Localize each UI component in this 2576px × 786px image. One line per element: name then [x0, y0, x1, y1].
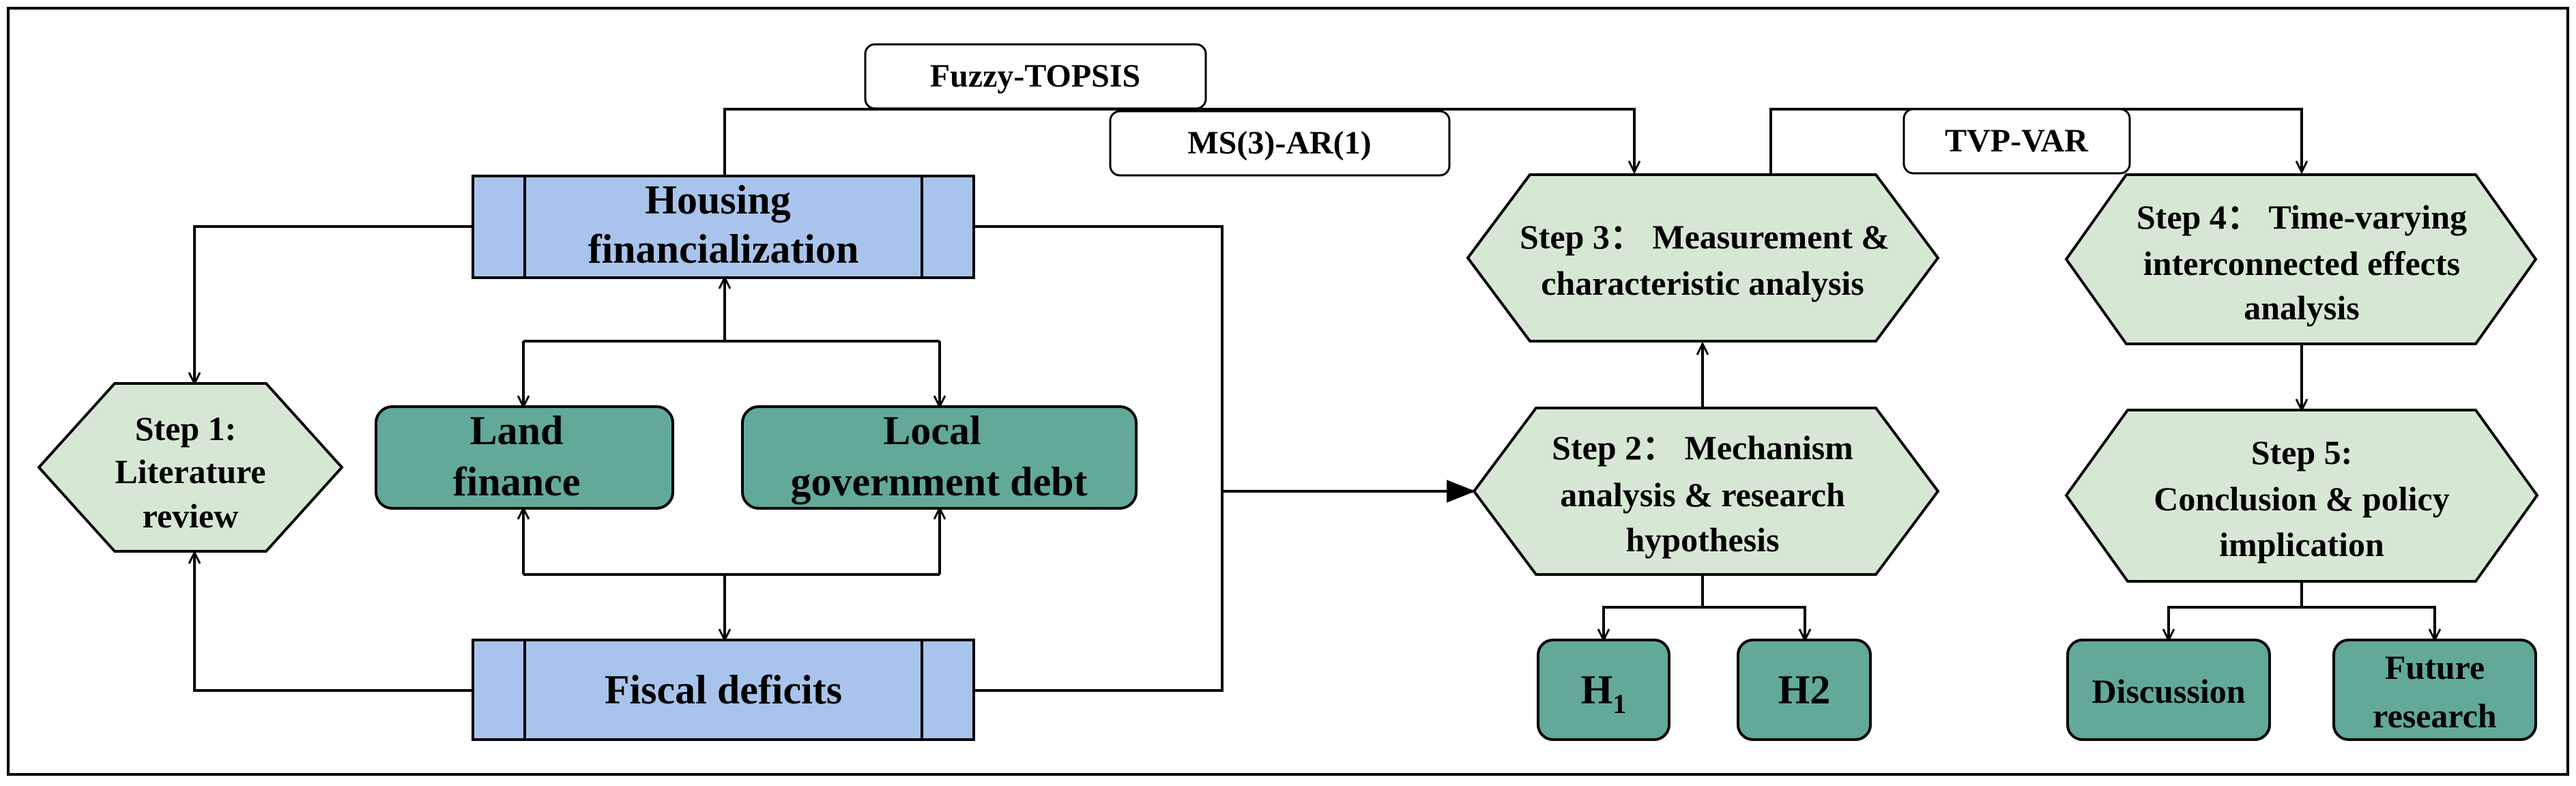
h1-main: H	[1581, 667, 1613, 712]
step4-line1: Step 4： Time-varying	[2137, 198, 2467, 236]
h1-label: H1	[1581, 667, 1627, 719]
housing-label-line2: financialization	[588, 227, 859, 272]
step1-line3: review	[143, 497, 239, 535]
step4-line3: analysis	[2244, 289, 2360, 327]
h2-box: H2	[1737, 639, 1872, 741]
step5-line1: Step 5:	[2251, 433, 2353, 471]
land-finance-line1: Land	[470, 408, 564, 453]
step4-hexagon: Step 4： Time-varying interconnected effe…	[2064, 173, 2538, 345]
future-research-line1: Future	[2385, 648, 2485, 686]
step5-hexagon: Step 5: Conclusion & policy implication	[2064, 409, 2539, 583]
fiscal-deficits-label: Fiscal deficits	[605, 667, 842, 712]
connectors	[194, 108, 2435, 692]
step3-line2: characteristic analysis	[1541, 264, 1864, 302]
method-fuzzy-topsis: Fuzzy-TOPSIS	[864, 43, 1207, 110]
step1-line1: Step 1:	[135, 409, 237, 448]
land-finance-line2: finance	[453, 459, 581, 504]
future-research-box: Future research	[2332, 639, 2537, 741]
h2-label: H2	[1778, 667, 1831, 712]
discussion-box: Discussion	[2066, 639, 2271, 741]
step1-line2: Literature	[115, 452, 265, 491]
tvp-var-label: TVP-VAR	[1945, 123, 2089, 159]
h1-box: H1	[1537, 639, 1670, 741]
fiscal-deficits-box: Fiscal deficits	[472, 639, 975, 741]
step3-line1: Step 3： Measurement &	[1520, 218, 1890, 256]
arrow-fiscal-to-step1	[194, 553, 473, 692]
land-finance-box: Land finance	[375, 405, 674, 510]
step5-line2: Conclusion & policy	[2154, 480, 2449, 518]
method-tvp-var: TVP-VAR	[1902, 108, 2131, 175]
step2-hexagon: Step 2： Mechanism analysis & research hy…	[1472, 407, 1940, 576]
line-step2-down	[1604, 574, 1704, 640]
h1-sub: 1	[1612, 688, 1626, 719]
step2-line3: hypothesis	[1625, 521, 1779, 559]
arrow-housing-to-step1	[194, 225, 473, 383]
local-debt-line1: Local	[883, 408, 981, 453]
step4-line2: interconnected effects	[2143, 244, 2460, 282]
local-debt-line2: government debt	[791, 459, 1088, 504]
outer-frame	[7, 7, 2569, 776]
line-housing-right	[974, 225, 1224, 692]
step3-hexagon: Step 3： Measurement & characteristic ana…	[1466, 173, 1940, 343]
step5-line3: implication	[2219, 525, 2384, 564]
future-research-line2: research	[2373, 697, 2497, 735]
method-ms-ar: MS(3)-AR(1)	[1109, 110, 1451, 177]
arrow-to-h2	[1703, 606, 1805, 640]
step2-line1: Step 2： Mechanism	[1552, 428, 1853, 467]
fuzzy-topsis-label: Fuzzy-TOPSIS	[930, 58, 1140, 94]
ms-ar-label: MS(3)-AR(1)	[1187, 125, 1371, 161]
step1-hexagon: Step 1: Literature review	[37, 382, 344, 553]
local-government-debt-box: Local government debt	[741, 405, 1138, 510]
arrow-to-future	[2302, 606, 2435, 640]
step2-line2: analysis & research	[1560, 476, 1845, 514]
housing-financialization-box: Housing financialization	[472, 175, 975, 279]
housing-label-line1: Housing	[645, 177, 790, 222]
discussion-label: Discussion	[2092, 672, 2245, 710]
line-step5-down	[2169, 581, 2303, 640]
